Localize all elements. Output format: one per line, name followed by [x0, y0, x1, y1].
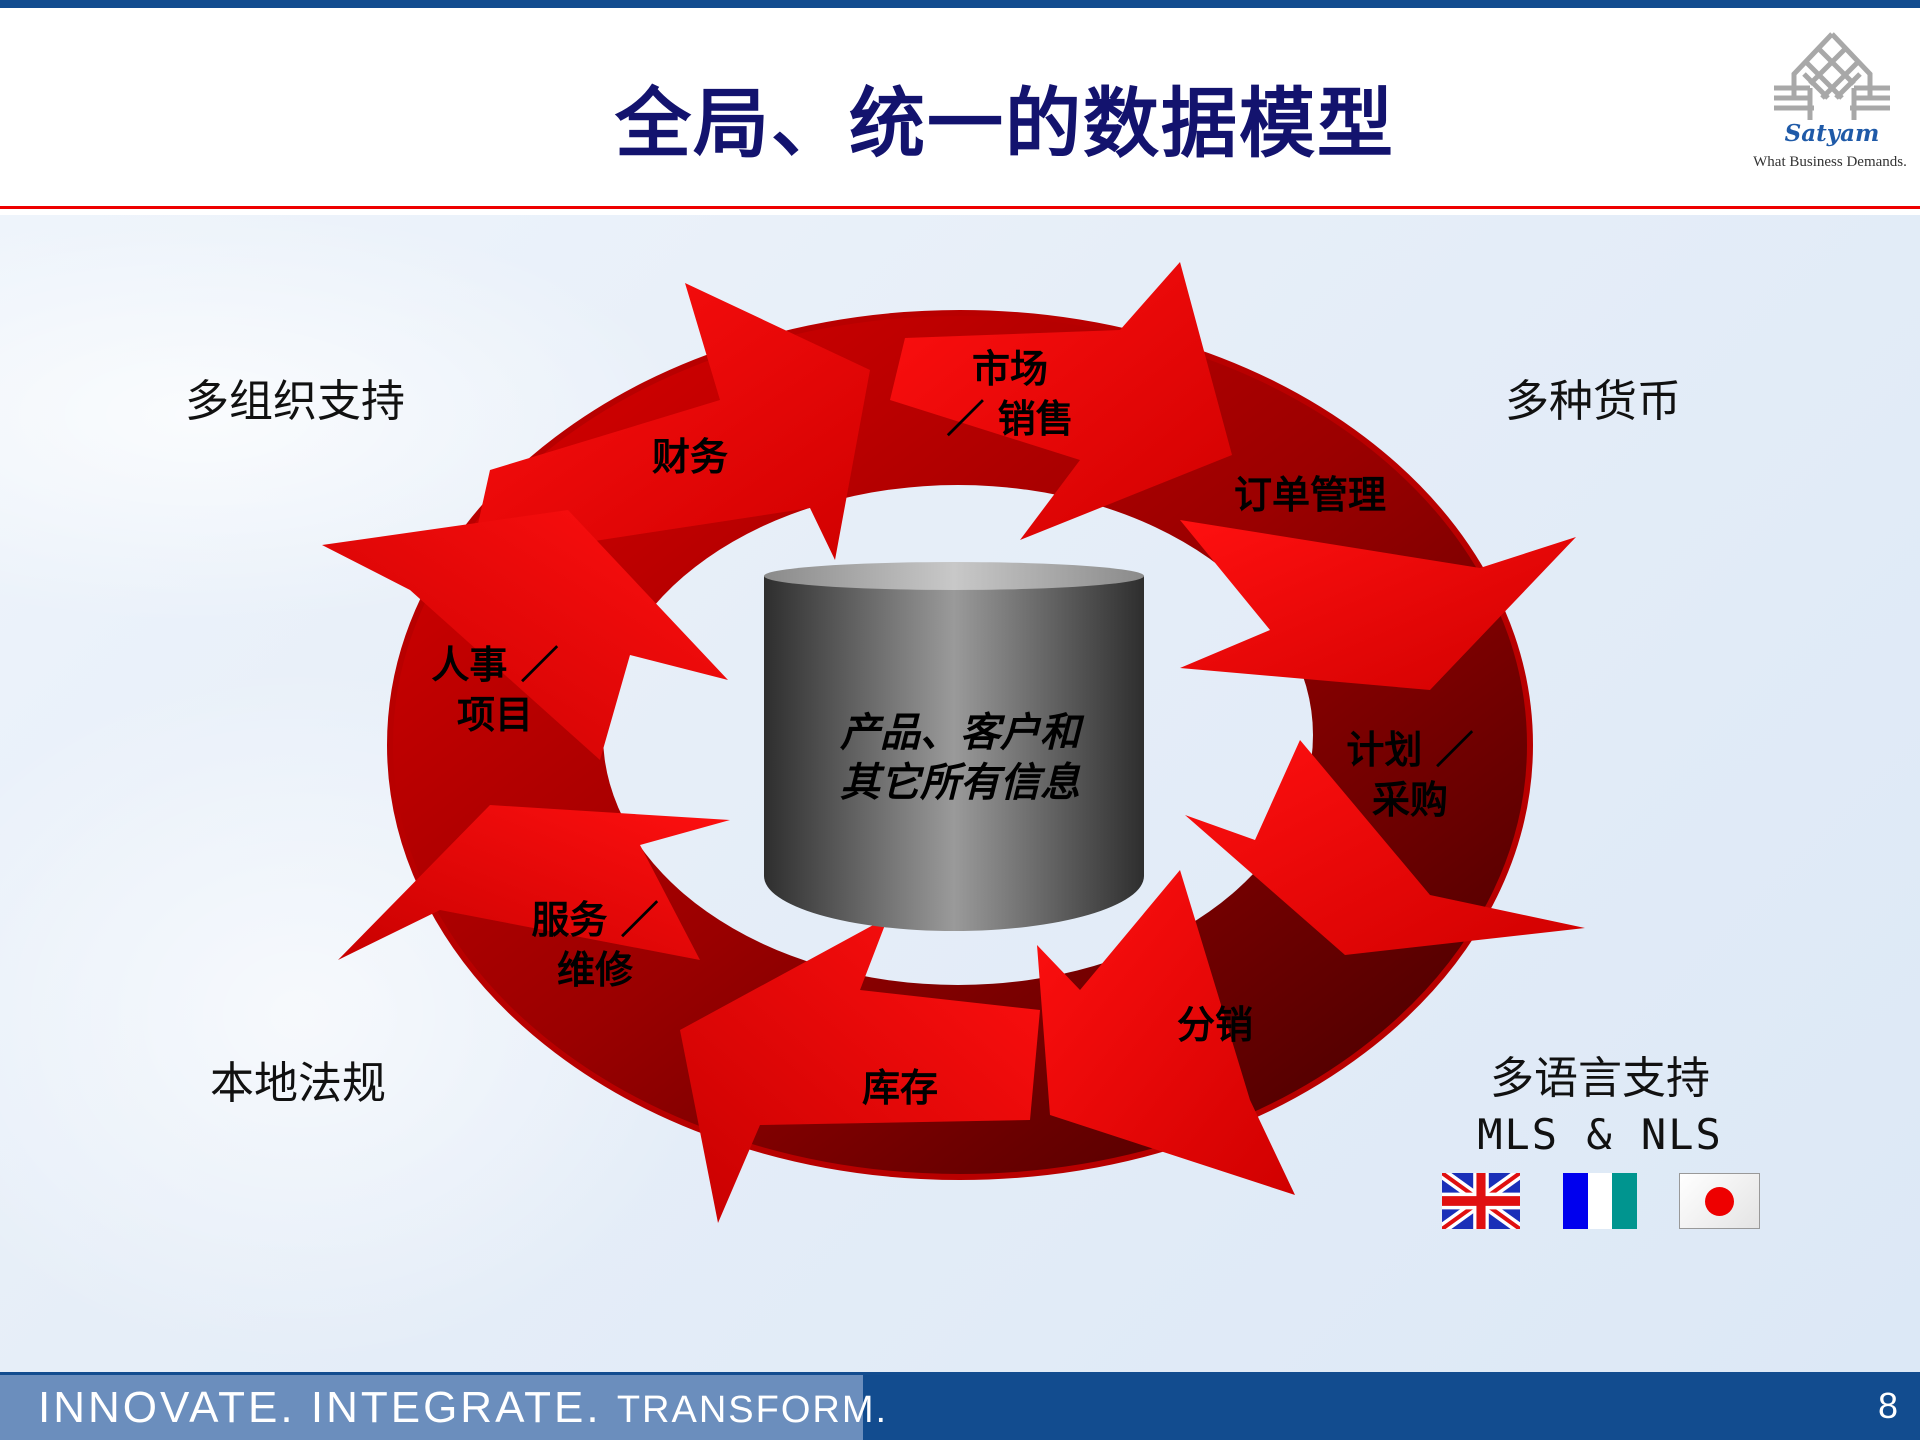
footer-tagline: INNOVATE. INTEGRATE. TRANSFORM.	[38, 1380, 888, 1438]
cycle-label-finance: 财务	[651, 435, 728, 479]
uk-flag-icon	[1442, 1173, 1520, 1229]
footer-divider	[0, 1372, 1920, 1375]
central-data-line2: 其它所有信息	[840, 760, 1080, 806]
cycle-label-planning-purchasing: 计划 ／ 采购	[1346, 728, 1474, 822]
slide-header	[0, 8, 1920, 206]
cycle-label-hr-projects: 人事 ／ 项目	[431, 643, 559, 737]
cycle-label-order-management: 订单管理	[1233, 473, 1386, 517]
cycle-label-distribution: 分销	[1176, 1003, 1253, 1047]
blue-white-teal-flag-icon	[1563, 1173, 1637, 1229]
tagline-innovate-integrate: INNOVATE. INTEGRATE.	[38, 1383, 602, 1432]
top-accent-bar	[0, 0, 1920, 8]
arrow-distribution	[1037, 870, 1295, 1195]
arrow-inventory	[680, 917, 1040, 1223]
tagline-transform: TRANSFORM.	[616, 1389, 889, 1431]
feature-multi-language: 多语言支持	[1490, 1053, 1710, 1104]
footer-tagline-band	[0, 1375, 863, 1440]
arrow-finance	[470, 283, 870, 560]
arrow-planning	[1185, 740, 1585, 955]
cycle-label-service-maintenance: 服务 ／ 维修	[531, 898, 659, 992]
header-divider	[0, 206, 1920, 209]
slide-title: 全局、统一的数据模型	[615, 79, 1395, 168]
feature-mls-nls: MLS & NLS	[1477, 1110, 1723, 1159]
japan-flag-disc	[1705, 1187, 1734, 1216]
satyam-logo-icon	[1774, 32, 1890, 120]
feature-local-regulations: 本地法规	[210, 1058, 386, 1109]
arrow-service	[338, 805, 730, 960]
footer-band	[863, 1375, 1920, 1440]
arrow-order	[1180, 520, 1576, 690]
arrow-hr	[322, 510, 728, 760]
feature-multi-currency: 多种货币	[1505, 376, 1681, 427]
cycle-label-marketing-sales: 市场 ／ 销售	[946, 347, 1074, 441]
japan-flag-icon	[1679, 1173, 1760, 1229]
central-data-label: 产品、客户和 其它所有信息	[780, 708, 1140, 808]
page-number: 8	[1877, 1385, 1898, 1426]
central-data-line1: 产品、客户和	[840, 710, 1080, 756]
database-cylinder-icon	[764, 562, 1144, 931]
feature-multi-org: 多组织支持	[185, 376, 405, 427]
logo-name: Satyam	[1784, 120, 1880, 147]
cycle-label-inventory: 库存	[861, 1066, 938, 1110]
arrow-marketing	[890, 262, 1232, 540]
logo-tagline: What Business Demands.	[1753, 154, 1907, 170]
